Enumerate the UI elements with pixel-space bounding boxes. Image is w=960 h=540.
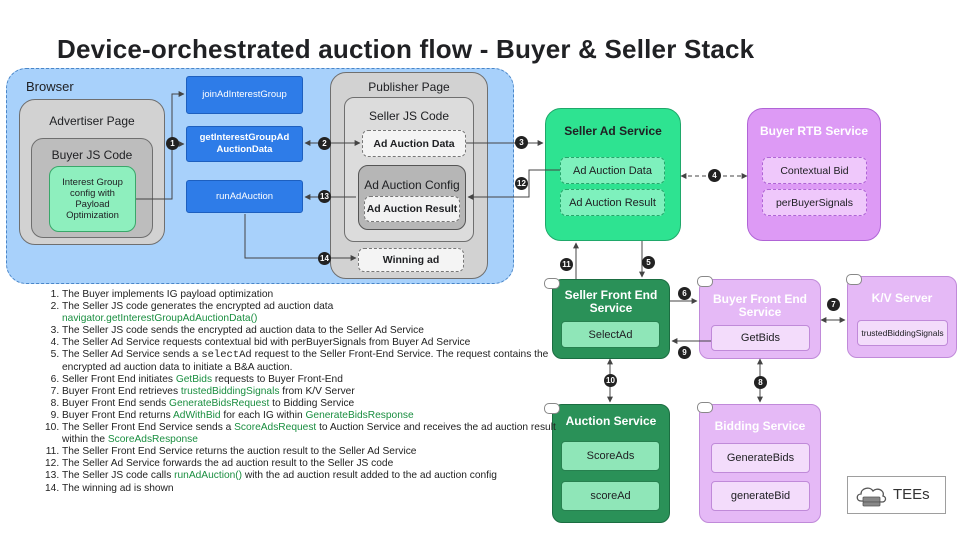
step-badge: 7 (827, 298, 840, 311)
step-item: The Seller Ad Service forwards the ad au… (62, 458, 556, 470)
bidding-service-title: Bidding Service (714, 419, 806, 433)
seller-ad-auction-data: Ad Auction Data (560, 157, 665, 184)
step-badge: 9 (678, 346, 691, 359)
select-ad-box: SelectAd (561, 321, 660, 348)
per-buyer-signals-box: perBuyerSignals (762, 189, 867, 216)
publisher-page-label: Publisher Page (368, 80, 450, 94)
steps-list: The Buyer implements IG payload optimiza… (36, 289, 556, 495)
step-item: The Seller Ad Service sends a selectAd r… (62, 349, 556, 373)
score-ad-box: scoreAd (561, 481, 660, 511)
buyer-js-label: Buyer JS Code (51, 148, 133, 162)
kv-server-title: K/V Server (871, 291, 933, 305)
step-item: Seller Front End initiates GetBids reque… (62, 374, 556, 386)
generate-bids-box: GenerateBids (711, 443, 810, 473)
buyer-front-end-title: Buyer Front End Service (712, 292, 807, 319)
cloud-server-icon (544, 403, 560, 414)
ad-auction-config-label: Ad Auction Config (364, 178, 460, 192)
cloud-server-icon (697, 276, 713, 287)
step-badge: 3 (515, 136, 528, 149)
score-ads-box: ScoreAds (561, 441, 660, 471)
browser-label: Browser (26, 79, 74, 94)
winning-ad-box: Winning ad (358, 248, 464, 272)
step-badge: 2 (318, 137, 331, 150)
cloud-server-icon (856, 487, 887, 507)
ig-config-box: Interest Group config with Payload Optim… (49, 166, 136, 232)
step-badge: 1 (166, 137, 179, 150)
cloud-server-icon (544, 278, 560, 289)
get-bids-box: GetBids (711, 325, 810, 351)
step-badge: 5 (642, 256, 655, 269)
buyer-rtb-service-title: Buyer RTB Service (759, 124, 869, 138)
ad-auction-data-box: Ad Auction Data (362, 130, 466, 157)
step-item: The Seller Front End Service returns the… (62, 446, 556, 458)
step-badge: 13 (318, 190, 331, 203)
step-badge: 8 (754, 376, 767, 389)
ad-auction-result-box: Ad Auction Result (364, 196, 460, 222)
step-item: The Seller JS code sends the encrypted a… (62, 325, 556, 337)
page-title: Device-orchestrated auction flow - Buyer… (57, 34, 755, 64)
seller-front-end-title: Seller Front End Service (564, 288, 658, 315)
step-item: The winning ad is shown (62, 483, 556, 495)
step-item: The Seller JS code calls runAdAuction() … (62, 470, 556, 482)
run-ad-auction-button[interactable]: runAdAuction (186, 180, 303, 213)
step-item: Buyer Front End returns AdWithBid for ea… (62, 410, 556, 422)
get-interest-group-ad-auction-data-button[interactable]: getInterestGroupAd AuctionData (186, 126, 303, 162)
cloud-server-icon (697, 402, 713, 413)
trusted-bidding-signals-box: trustedBiddingSignals (857, 320, 948, 346)
step-badge: 4 (708, 169, 721, 182)
cloud-server-icon (846, 274, 862, 285)
auction-service-title: Auction Service (565, 414, 657, 428)
step-item: The Seller Ad Service requests contextua… (62, 337, 556, 349)
step-badge: 6 (678, 287, 691, 300)
join-ad-interest-group-button[interactable]: joinAdInterestGroup (186, 76, 303, 114)
seller-ad-auction-result: Ad Auction Result (560, 189, 665, 216)
advertiser-page-label: Advertiser Page (49, 114, 135, 128)
step-badge: 11 (560, 258, 573, 271)
seller-ad-service-title: Seller Ad Service (564, 124, 662, 138)
legend-label: TEEs (893, 486, 930, 503)
step-badge: 12 (515, 177, 528, 190)
step-item: The Buyer implements IG payload optimiza… (62, 289, 556, 301)
contextual-bid-box: Contextual Bid (762, 157, 867, 184)
step-badge: 10 (604, 374, 617, 387)
tee-legend: TEEs (847, 476, 946, 514)
step-item: The Seller JS code generates the encrypt… (62, 301, 556, 325)
step-item: The Seller Front End Service sends a Sco… (62, 422, 556, 446)
step-badge: 14 (318, 252, 331, 265)
step-item: Buyer Front End retrieves trustedBidding… (62, 386, 556, 398)
seller-js-label: Seller JS Code (368, 109, 450, 123)
generate-bid-box: generateBid (711, 481, 810, 511)
step-item: Buyer Front End sends GenerateBidsReques… (62, 398, 556, 410)
